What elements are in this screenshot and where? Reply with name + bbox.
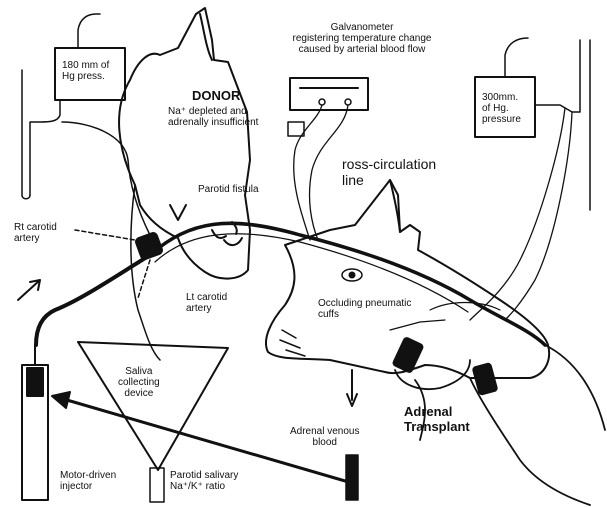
recipient-tube-down [470, 108, 565, 320]
saliva-tube [150, 468, 164, 502]
rt-carotid-label: Rt carotid artery [14, 222, 57, 244]
injector-plunger [27, 368, 43, 396]
rt-carotid-line [75, 230, 135, 240]
return-arrowhead [52, 392, 70, 408]
lt-carotid-line [138, 260, 150, 298]
cross-circulation-line [150, 223, 545, 345]
recipient-nostril-1 [282, 330, 296, 338]
motor-injector-label: Motor-driven injector [60, 470, 116, 492]
parotid-fistula-label: Parotid fistula [198, 184, 259, 195]
injector-arrow [18, 280, 40, 300]
adrenal-venous-label: Adrenal venous blood [290, 426, 360, 448]
recipient-nostril-3 [286, 350, 305, 356]
saliva-device-label: Saliva collecting device [118, 366, 160, 399]
donor-tube-left [30, 100, 60, 195]
galvanometer-box [290, 78, 368, 110]
adrenal-transplant-label: Adrenal Transplant [404, 404, 470, 434]
donor-tube-left-2 [22, 70, 30, 199]
galvanometer-sensor [288, 122, 304, 136]
recipient-pupil [350, 273, 355, 278]
donor-ear [200, 14, 212, 60]
galvanometer-terminal-1 [319, 99, 325, 105]
donor-description: Na⁺ depleted and adrenally insufficient [168, 106, 258, 128]
donor-bottle-tube [78, 14, 100, 48]
donor-mouth [224, 238, 242, 245]
galvanometer-wire-1 [294, 105, 322, 240]
donor-tube-main [62, 122, 150, 235]
saliva-funnel [78, 342, 228, 470]
cross-circulation-label: ross-circulation line [342, 156, 436, 188]
donor-neck-left [131, 185, 160, 360]
parotid-fistula-marker [170, 205, 186, 220]
recipient-nostril-2 [280, 340, 300, 348]
lt-carotid-label: Lt carotid artery [186, 292, 227, 314]
galvanometer-label: Galvanometer registering temperature cha… [272, 22, 452, 55]
recipient-bottle-tube [505, 38, 528, 77]
donor-pressure-label: 180 mm of Hg press. [62, 60, 122, 82]
parotid-ratio-label: Parotid salivary Na⁺/K⁺ ratio [170, 470, 238, 492]
recipient-pressure-label: 300mm. of Hg. pressure [482, 92, 521, 125]
galvanometer-terminal-2 [345, 99, 351, 105]
adrenal-venous-tube [346, 455, 358, 500]
donor-title: DONOR [192, 88, 240, 103]
injector-line [36, 255, 150, 345]
occluding-cuffs-label: Occluding pneumatic cuffs [318, 298, 411, 320]
